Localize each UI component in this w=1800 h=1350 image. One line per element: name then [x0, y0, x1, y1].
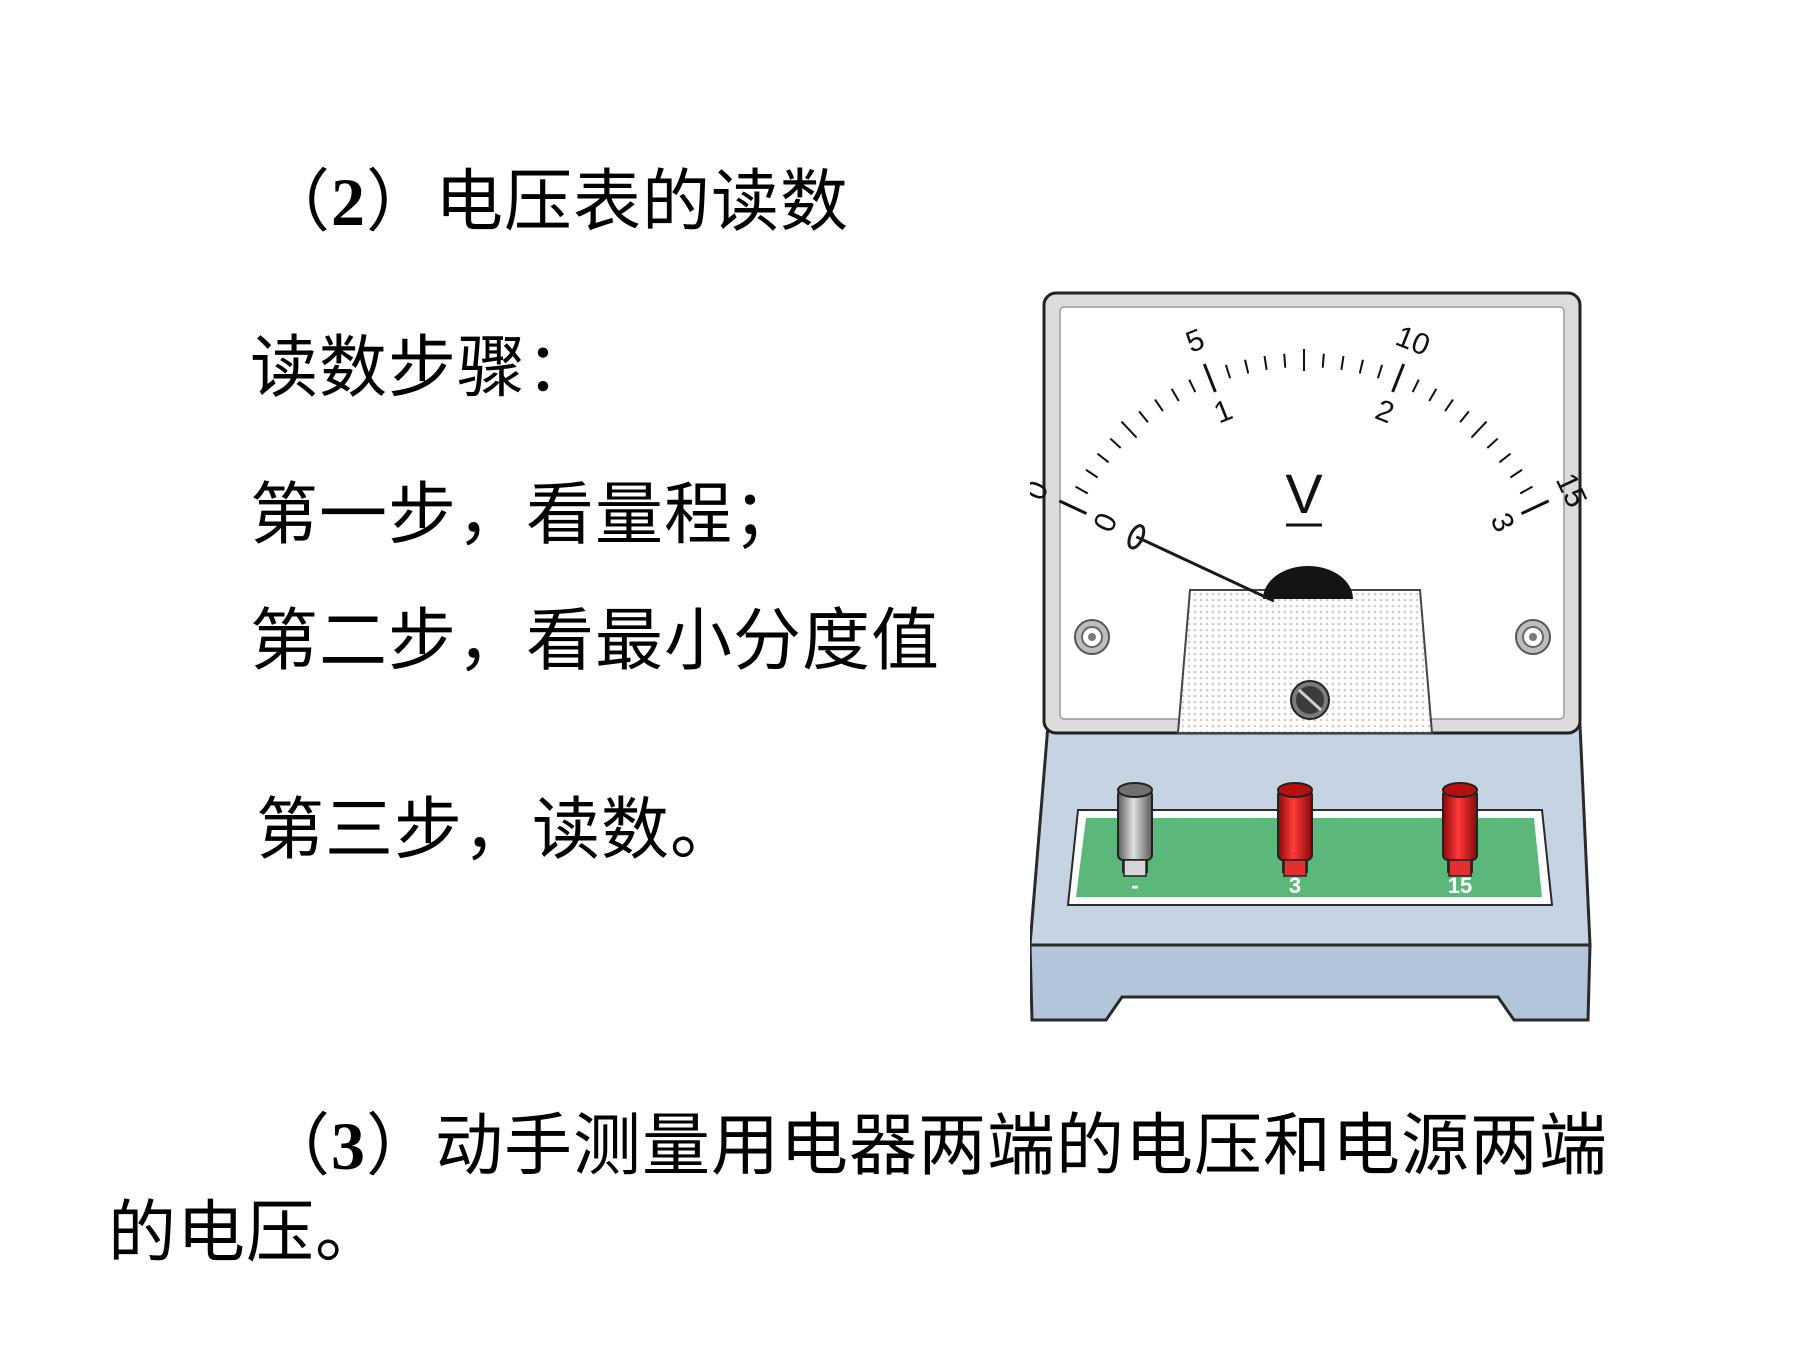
scale-tick — [1120, 420, 1138, 439]
scale-tick — [1486, 437, 1499, 449]
meter-scale — [1058, 349, 1550, 515]
pointer-tip — [1127, 524, 1146, 550]
section-3-heading-continuation: 的电压。 — [108, 1194, 385, 1273]
right-mounting-screw-icon — [1515, 619, 1551, 655]
unit-symbol: V — [1285, 462, 1323, 525]
scale-tick — [1391, 363, 1406, 393]
terminal-3v-label: 3 — [1289, 873, 1301, 898]
scale-tick — [1154, 398, 1164, 412]
scale-tick — [1109, 437, 1122, 449]
terminal-3v[interactable] — [1277, 782, 1313, 877]
meter-pointer — [1127, 524, 1275, 603]
scale-tick — [1085, 468, 1099, 479]
scale-tick — [1411, 379, 1420, 393]
scale-tick — [1459, 410, 1470, 423]
scale-tick — [1075, 485, 1089, 495]
scale-tick — [1444, 398, 1454, 412]
meter-base — [1030, 723, 1592, 1022]
scale-tick — [1376, 364, 1384, 379]
terminal-15v-label: 15 — [1448, 873, 1472, 898]
scale-tick — [1358, 359, 1364, 374]
scale-tick — [1509, 468, 1523, 479]
zero-adjust-screw-icon[interactable] — [1290, 680, 1330, 720]
step-2-text: 第二步，看最小分度值 — [250, 602, 941, 681]
scale-tick — [1428, 388, 1438, 402]
terminal-negative[interactable] — [1117, 782, 1153, 877]
scale-tick — [1096, 452, 1110, 464]
scale-tick — [1170, 388, 1180, 402]
terminal-negative-label: - — [1131, 873, 1138, 898]
terminal-15v[interactable] — [1442, 782, 1478, 877]
step-3-text: 第三步，读数。 — [256, 791, 740, 870]
left-mounting-screw-icon — [1074, 619, 1110, 655]
scale-tick — [1244, 359, 1250, 374]
scale-tick — [1520, 499, 1550, 515]
scale-tick — [1321, 353, 1325, 368]
scale-tick — [1283, 353, 1287, 368]
pointer-needle — [1135, 535, 1275, 603]
step-1-text: 第一步，看量程； — [250, 476, 803, 555]
scale-tick — [1340, 355, 1345, 370]
scale-tick — [1058, 499, 1088, 515]
section-3-heading: （3）动手测量用电器两端的电压和电源两端 — [262, 1107, 1609, 1186]
scale-tick — [1470, 420, 1488, 439]
scale-tick — [1138, 410, 1149, 423]
scale-tick — [1224, 364, 1232, 379]
scale-tick — [1202, 363, 1217, 393]
reading-steps-label: 读数步骤： — [250, 329, 596, 408]
section-2-heading: （2）电压表的读数 — [262, 163, 850, 242]
scale-tick — [1519, 485, 1533, 495]
scale-tick — [1263, 355, 1268, 370]
scale-tick — [1498, 452, 1512, 464]
scale-tick — [1188, 379, 1197, 393]
